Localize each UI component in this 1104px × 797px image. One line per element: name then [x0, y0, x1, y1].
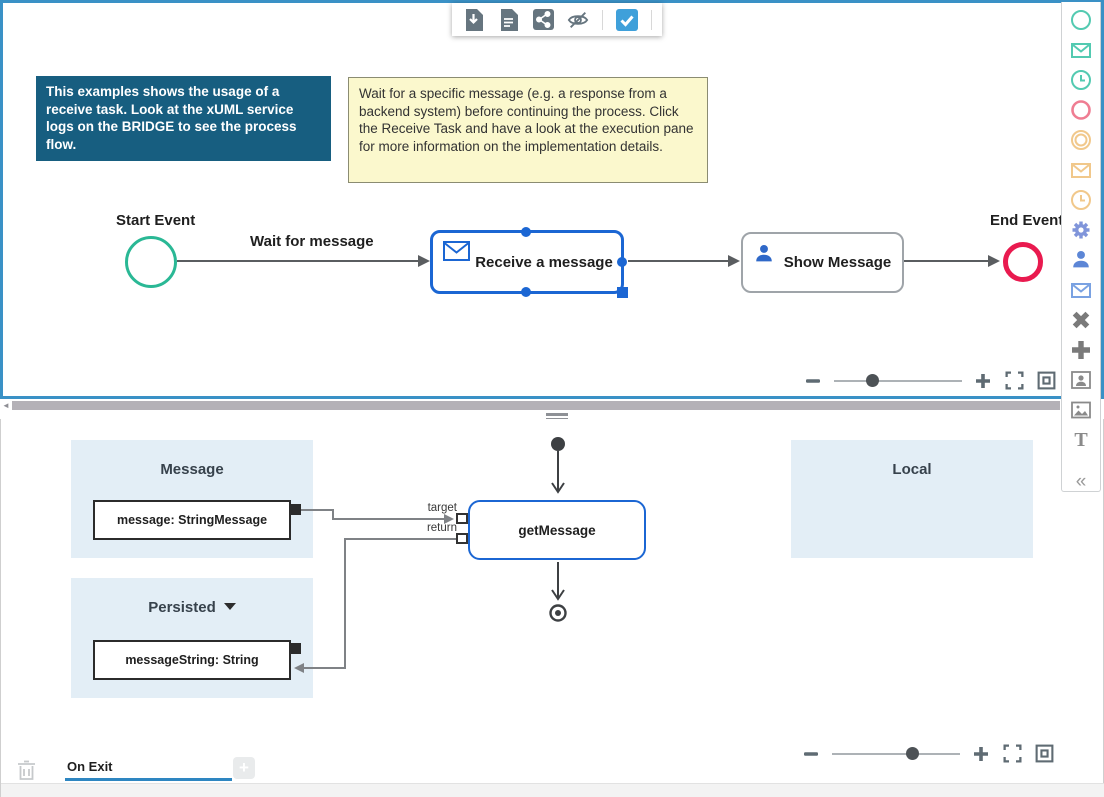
end-event[interactable] [1003, 242, 1043, 282]
connector-anchor[interactable] [290, 643, 301, 654]
mapping-diagram-pane[interactable]: Message Persisted Local [0, 419, 1104, 797]
reset-zoom-icon[interactable] [1034, 743, 1055, 764]
message-variable[interactable]: message: StringMessage [93, 500, 291, 540]
connector-anchor[interactable] [290, 504, 301, 515]
image-icon[interactable] [1070, 399, 1092, 421]
tab-on-exit[interactable]: On Exit [65, 759, 232, 781]
return-port-label: return [426, 522, 457, 534]
start-event-label: Start Event [116, 212, 196, 229]
zoom-in-icon[interactable] [973, 371, 993, 391]
dropdown-caret-icon[interactable] [223, 603, 236, 610]
add-tab-button[interactable]: + [233, 757, 255, 779]
getmessage-action-label: getMessage [518, 522, 596, 538]
timer-intermediate-event-icon[interactable] [1070, 189, 1092, 211]
persisted-variable[interactable]: messageString: String [93, 640, 291, 680]
diagram-toolbar [452, 3, 662, 36]
selection-handle[interactable] [521, 287, 531, 297]
show-message-task[interactable]: Show Message [741, 232, 904, 293]
end-event-label: End Event [990, 212, 1064, 229]
local-panel-title: Local [892, 461, 932, 478]
persisted-panel-title: Persisted [148, 599, 216, 616]
delete-tab-icon[interactable] [17, 760, 36, 786]
process-diagram-pane[interactable]: This examples shows the usage of a recei… [0, 0, 1104, 399]
validate-checkbox-icon[interactable] [616, 8, 638, 31]
local-panel[interactable]: Local [791, 440, 1033, 558]
mapping-zoom-controls [801, 743, 1055, 764]
getmessage-action[interactable]: getMessage [468, 500, 646, 560]
scroll-left-icon[interactable]: ◄ [2, 401, 10, 410]
zoom-slider-knob[interactable] [866, 373, 879, 387]
persisted-panel[interactable]: Persisted [71, 578, 313, 698]
mapping-tabbar: On Exit + [1, 755, 1104, 784]
message-start-event-icon[interactable] [1070, 39, 1092, 61]
horizontal-scrollbar[interactable] [12, 401, 1060, 410]
zoom-slider[interactable] [832, 746, 960, 760]
pane-divider: ◄ [0, 399, 1104, 421]
zoom-out-icon[interactable] [801, 744, 821, 764]
initial-node[interactable] [551, 437, 565, 451]
message-intermediate-event-icon[interactable] [1070, 159, 1092, 181]
zoom-slider-knob[interactable] [906, 746, 919, 760]
message-panel[interactable]: Message [71, 440, 313, 558]
hint-note[interactable]: Wait for a specific message (e.g. a resp… [348, 77, 708, 183]
parallel-gateway-icon[interactable] [1070, 339, 1092, 361]
target-port[interactable] [456, 513, 468, 524]
sequence-flows [177, 255, 1000, 267]
fit-screen-icon[interactable] [1002, 743, 1023, 764]
collapse-palette-icon[interactable]: « [1075, 471, 1087, 492]
persisted-variable-label: messageString: String [125, 653, 259, 667]
text-annotation-icon[interactable]: T [1074, 428, 1088, 451]
start-event[interactable] [125, 236, 177, 288]
intermediate-event-icon[interactable] [1070, 129, 1092, 151]
service-task-gear-icon[interactable] [1070, 219, 1092, 241]
receive-task[interactable]: Receive a message [430, 227, 628, 298]
zoom-slider[interactable] [834, 373, 962, 387]
fit-screen-icon[interactable] [1004, 370, 1025, 391]
start-event-icon[interactable] [1070, 9, 1092, 31]
document-icon[interactable] [497, 8, 519, 31]
toolbar-separator [651, 9, 652, 30]
final-node[interactable] [549, 604, 567, 622]
resize-handle[interactable] [617, 287, 628, 298]
process-zoom-controls [803, 370, 1057, 391]
return-port[interactable] [456, 533, 468, 544]
participant-icon[interactable] [1070, 369, 1092, 391]
user-icon [753, 243, 775, 269]
message-variable-label: message: StringMessage [116, 513, 268, 527]
sequence-flow-label: Wait for message [250, 233, 374, 250]
export-download-icon[interactable] [462, 8, 484, 31]
share-icon[interactable] [532, 9, 554, 31]
shape-palette: T « [1061, 2, 1101, 492]
tab-on-exit-label: On Exit [67, 759, 113, 774]
hide-annotations-icon[interactable] [567, 9, 589, 31]
info-note[interactable]: This examples shows the usage of a recei… [36, 76, 331, 161]
selection-handle[interactable] [521, 227, 531, 237]
end-event-icon[interactable] [1070, 99, 1092, 121]
show-message-label: Show Message [783, 254, 892, 271]
message-envelope-icon [443, 241, 470, 265]
timer-start-event-icon[interactable] [1070, 69, 1092, 91]
bottom-strip [1, 783, 1104, 797]
toolbar-separator [602, 9, 603, 30]
active-tab-underline [65, 778, 232, 781]
zoom-in-icon[interactable] [971, 744, 991, 764]
reset-zoom-icon[interactable] [1036, 370, 1057, 391]
receive-task-label: Receive a message [475, 253, 613, 271]
zoom-out-icon[interactable] [803, 371, 823, 391]
message-panel-title: Message [160, 461, 224, 478]
user-task-icon[interactable] [1070, 249, 1092, 271]
selection-handle[interactable] [617, 257, 627, 267]
receive-task-icon[interactable] [1070, 279, 1092, 301]
target-port-label: target [427, 502, 457, 514]
exclusive-gateway-icon[interactable] [1070, 309, 1092, 331]
